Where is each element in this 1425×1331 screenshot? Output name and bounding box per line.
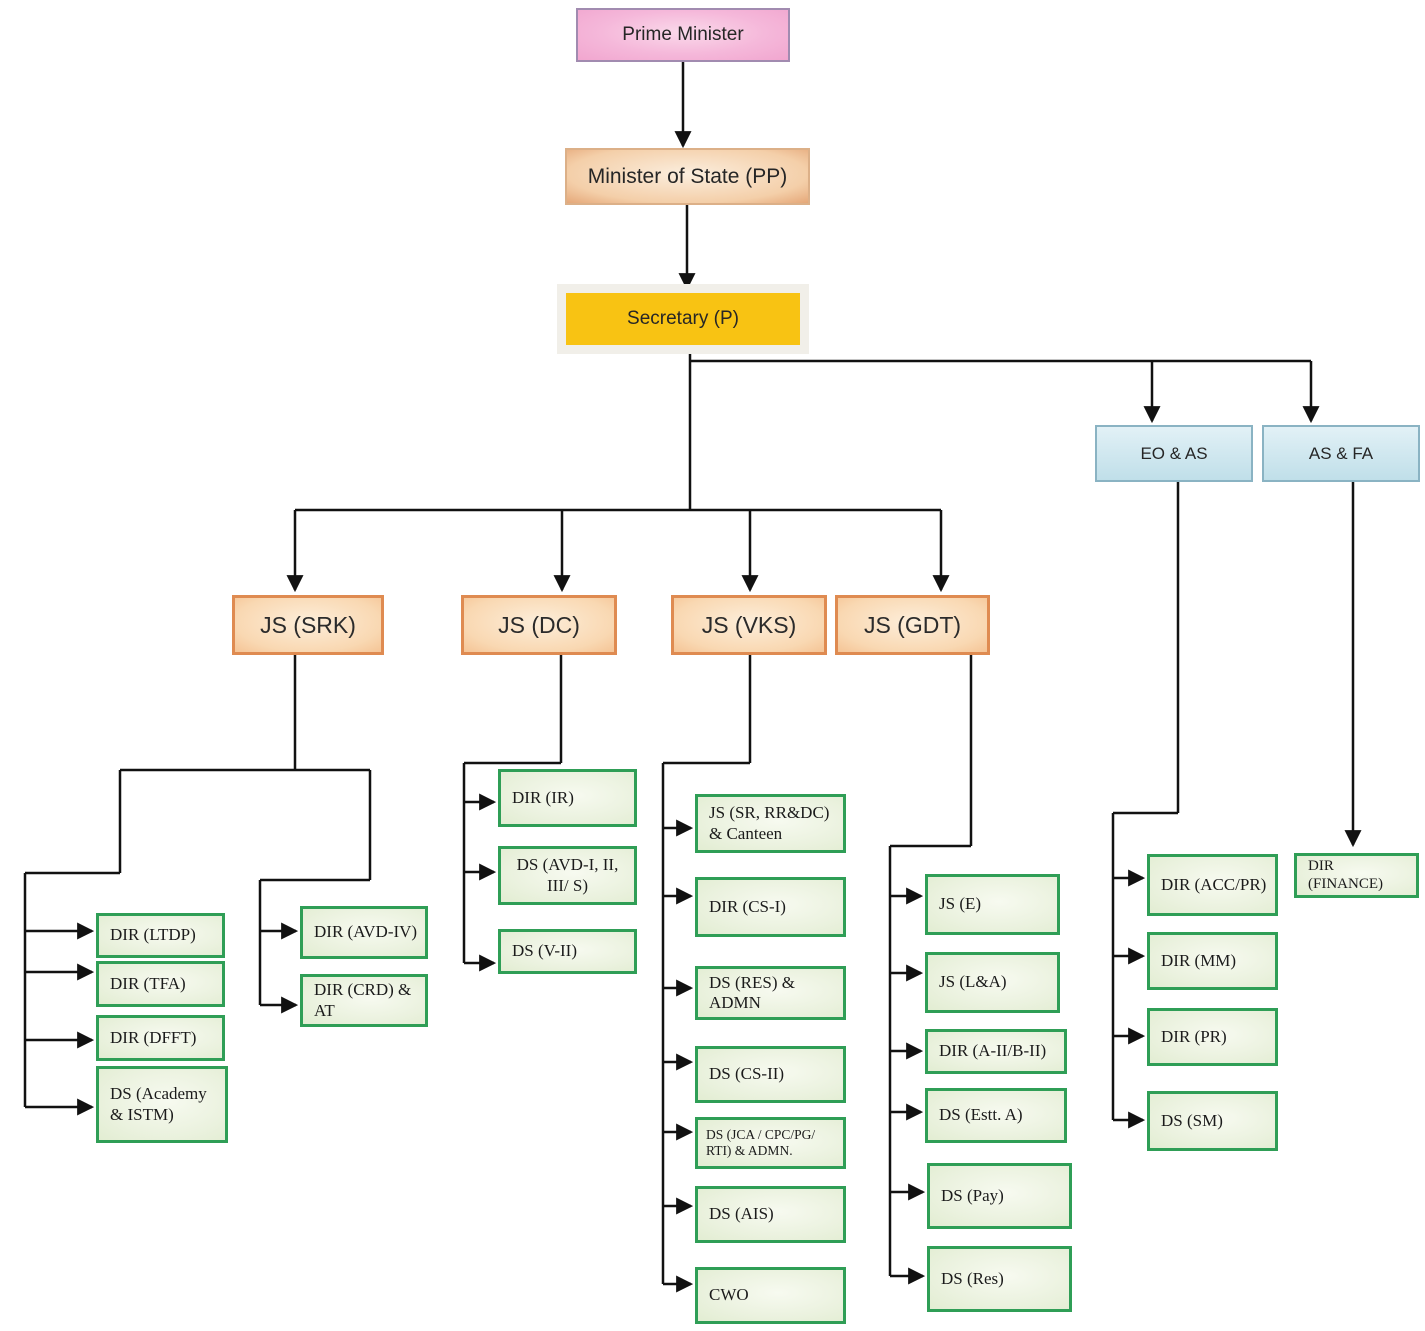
node-ds-ais: DS (AIS) (695, 1186, 846, 1243)
node-minister-of-state: Minister of State (PP) (565, 148, 810, 205)
node-dir-dfft: DIR (DFFT) (96, 1015, 225, 1061)
node-dir-mm: DIR (MM) (1147, 932, 1278, 990)
node-dir-ir: DIR (IR) (498, 769, 637, 827)
node-dir-avd-iv: DIR (AVD-IV) (300, 906, 428, 959)
node-secretary: Secretary (P) (566, 293, 800, 345)
node-prime-minister: Prime Minister (576, 8, 790, 62)
node-as-and-fa: AS & FA (1262, 425, 1420, 482)
node-dir-pr: DIR (PR) (1147, 1008, 1278, 1066)
node-ds-sm: DS (SM) (1147, 1091, 1278, 1151)
node-dir-crd-at: DIR (CRD) & AT (300, 974, 428, 1027)
node-dir-acc-pr: DIR (ACC/PR) (1147, 854, 1278, 916)
node-js-vks: JS (VKS) (671, 595, 827, 655)
node-dir-finance: DIR (FINANCE) (1294, 853, 1419, 898)
node-js-srk: JS (SRK) (232, 595, 384, 655)
node-js-e: JS (E) (925, 874, 1060, 935)
node-eo-and-as: EO & AS (1095, 425, 1253, 482)
node-ds-jca-cpc-pg-rti-admn: DS (JCA / CPC/PG/ RTI) & ADMN. (695, 1117, 846, 1169)
node-ds-res: DS (Res) (927, 1246, 1072, 1312)
node-ds-cs-ii: DS (CS-II) (695, 1046, 846, 1103)
node-js-dc: JS (DC) (461, 595, 617, 655)
connector-trunks (23, 345, 1311, 1284)
node-dir-cs-i: DIR (CS-I) (695, 877, 846, 937)
node-cwo: CWO (695, 1267, 846, 1324)
node-js-sr-rrdc-canteen: JS (SR, RR&DC) & Canteen (695, 794, 846, 853)
node-dir-tfa: DIR (TFA) (96, 961, 225, 1007)
node-dir-a-ii-b-ii: DIR (A-II/B-II) (925, 1029, 1067, 1074)
node-ds-avd-i-ii-iii-s: DS (AVD-I, II, III/ S) (498, 846, 637, 905)
node-js-gdt: JS (GDT) (835, 595, 990, 655)
node-ds-res-admn: DS (RES) & ADMN (695, 966, 846, 1020)
node-dir-ltdp: DIR (LTDP) (96, 913, 225, 958)
node-ds-v-ii: DS (V-II) (498, 929, 637, 974)
node-ds-estt-a: DS (Estt. A) (925, 1088, 1067, 1143)
node-ds-academy-istm: DS (Academy & ISTM) (96, 1066, 228, 1143)
node-ds-pay: DS (Pay) (927, 1163, 1072, 1229)
node-js-la: JS (L&A) (925, 952, 1060, 1013)
